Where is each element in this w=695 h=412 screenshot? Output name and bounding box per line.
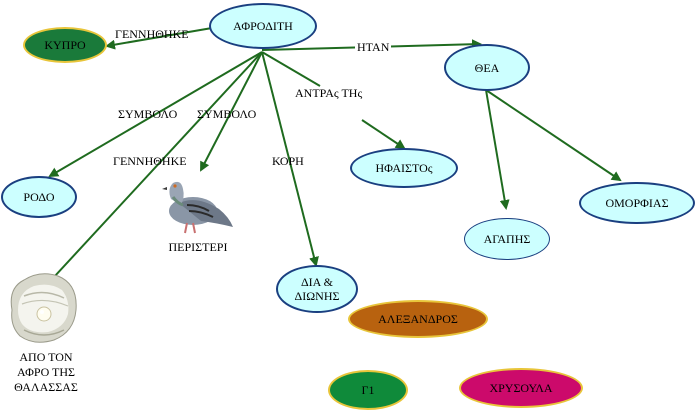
node-agapis[interactable]: ΑΓΑΠΗΣ (464, 218, 550, 260)
oyster-caption-line1: ΑΠΟ ΤΟΝ (19, 350, 73, 364)
edge-label-symvolo-peristeri: ΣΥΜΒΟΛΟ (197, 107, 257, 121)
oyster-caption-line2: ΑΦΡΟ ΤΗΣ (16, 365, 76, 379)
edge-thea-agapis (485, 89, 510, 210)
node-rodo[interactable]: ΡΟΔΟ (1, 176, 77, 218)
node-kypro[interactable]: ΚΥΠΡΟ (23, 27, 107, 63)
edge-afroditi-afros (41, 51, 263, 291)
oyster-caption: ΑΠΟ ΤΟΝ ΑΦΡΟ ΤΗΣ ΘΑΛΑΣΣΑΣ (0, 350, 92, 395)
edge-afroditi-dia (261, 51, 319, 267)
edge-label-antras-tis: ΑΝΤΡΑς ΤΗς (295, 86, 363, 100)
pigeon-image (162, 181, 233, 234)
edge-label-itan: ΗΤΑΝ (355, 40, 392, 54)
edge-afroditi-peristeri (200, 51, 263, 172)
edge-afroditi-antras (261, 51, 321, 87)
edge-label-gennithike-afros: ΓΕΝΝΗΘΗΚΕ (113, 154, 187, 168)
node-omorfias[interactable]: ΟΜΟΡΦΙΑΣ (579, 182, 695, 224)
pigeon-caption: ΠΕΡΙΣΤΕΡΙ (168, 240, 228, 254)
oyster-caption-line3: ΘΑΛΑΣΣΑΣ (14, 380, 78, 394)
edge-label-gennithike-kypro: ΓΕΝΝΗΘΗΚΕ (115, 27, 189, 41)
edge-label-symvolo-rodo: ΣΥΜΒΟΛΟ (118, 107, 178, 121)
edge-afroditi-kypro (105, 27, 213, 50)
edge-label-kori: ΚΟΡΗ (272, 154, 304, 168)
edge-afroditi-rodo (48, 51, 263, 178)
node-dia-line1: ΔΙΑ & (300, 275, 334, 289)
node-dia-line2: ΔΙΩΝΗΣ (294, 289, 340, 303)
edge-thea-omorfias (485, 89, 622, 182)
node-g1[interactable]: Γ1 (328, 370, 408, 410)
node-afroditi[interactable]: ΑΦΡΟΔΙΤΗ (209, 3, 317, 49)
edge-antras-ifaistos (361, 119, 406, 150)
node-ifaistos[interactable]: ΗΦΑΙΣΤΟς (350, 148, 458, 188)
oyster-shell-image (10, 273, 77, 343)
node-thea[interactable]: ΘΕΑ (444, 44, 530, 91)
node-chrysoula[interactable]: ΧΡΥΣΟΥΛΑ (459, 368, 583, 408)
node-alexandros[interactable]: ΑΛΕΞΑΝΔΡΟΣ (348, 300, 488, 338)
node-dia-dionis[interactable]: ΔΙΑ & ΔΙΩΝΗΣ (276, 265, 358, 313)
